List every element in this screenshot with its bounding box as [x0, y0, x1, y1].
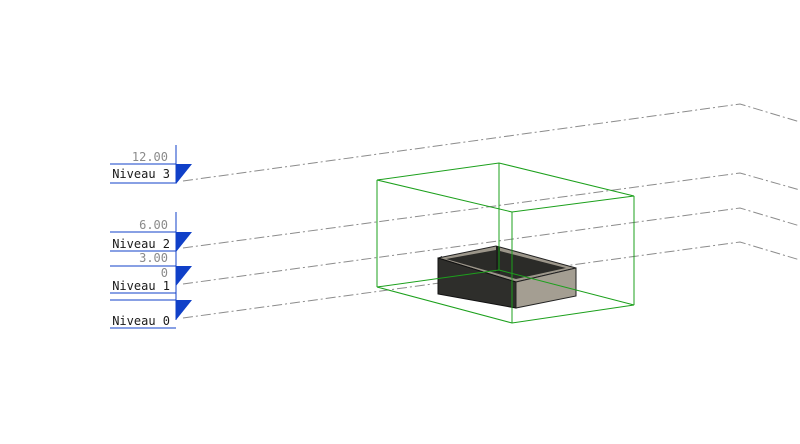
- level-head-triangle-icon: [176, 266, 192, 286]
- section-box-icon[interactable]: [376, 162, 635, 324]
- level-elevation: 6.00: [139, 218, 168, 232]
- level-head-triangle-icon: [176, 300, 192, 320]
- level-line-niveau-0[interactable]: [182, 241, 800, 319]
- level-head-niveau-2[interactable]: 6.00 Niveau 2: [110, 212, 192, 252]
- level-name: Niveau 1: [112, 279, 170, 293]
- level-line-niveau-2[interactable]: [182, 172, 800, 249]
- level-elevation: 0: [161, 266, 168, 280]
- level-head-triangle-icon: [176, 164, 192, 184]
- level-elevation: 3.00: [139, 251, 168, 265]
- level-elevation: 12.00: [132, 150, 168, 164]
- model-walls[interactable]: [437, 245, 577, 309]
- level-name: Niveau 3: [112, 167, 170, 181]
- level-head-niveau-3[interactable]: 12.00 Niveau 3: [110, 145, 192, 184]
- level-name: Niveau 2: [112, 237, 170, 251]
- level-head-niveau-1[interactable]: 3.00 Niveau 1: [110, 248, 192, 294]
- level-line-niveau-1[interactable]: [182, 207, 800, 285]
- level-line-niveau-3[interactable]: [182, 103, 800, 182]
- level-name: Niveau 0: [112, 314, 170, 328]
- level-head-triangle-icon: [176, 232, 192, 252]
- level-head-niveau-0[interactable]: 0 Niveau 0: [110, 266, 192, 329]
